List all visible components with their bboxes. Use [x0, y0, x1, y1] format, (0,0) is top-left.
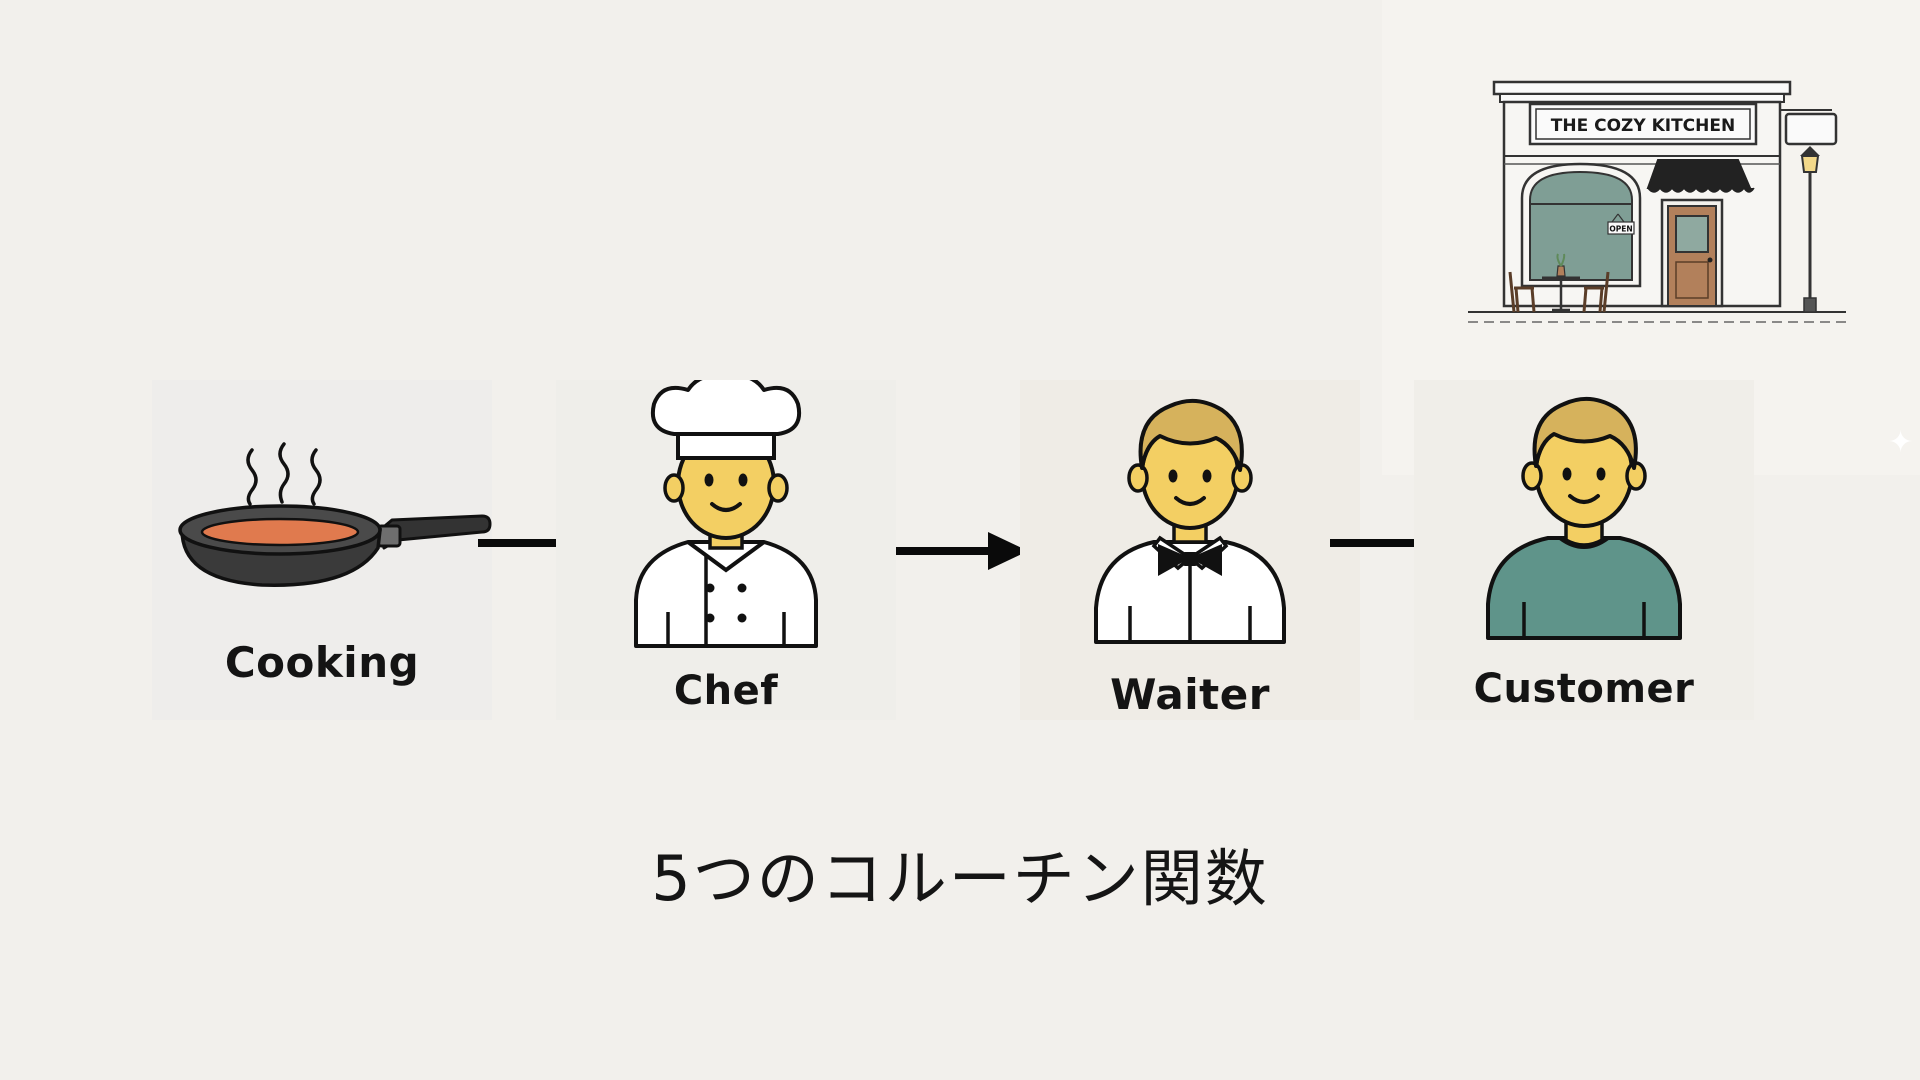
chef-icon: [634, 380, 818, 648]
step-label-cooking: Cooking: [224, 638, 420, 687]
slide-caption: 5つのコルーチン関数: [651, 842, 1269, 915]
waiter-icon: [1094, 398, 1286, 644]
customer-icon: [1486, 396, 1682, 640]
step-label-customer: Customer: [1473, 666, 1695, 712]
step-card-cooking: Cooking: [152, 380, 492, 720]
store-sign-text: THE COZY KITCHEN: [1551, 116, 1735, 136]
frying-pan-icon: [178, 442, 492, 587]
step-label-chef: Chef: [673, 668, 779, 714]
restaurant-storefront-icon: THE COZY KITCHEN OPEN: [1468, 80, 1846, 323]
step-label-waiter: Waiter: [1110, 670, 1270, 719]
step-card-customer: Customer: [1414, 380, 1754, 720]
arrow-right-icon: [896, 532, 1028, 570]
step-card-waiter: Waiter: [1020, 380, 1360, 720]
step-card-chef: Chef: [556, 380, 896, 720]
sparkle-icon: ✦: [1888, 426, 1914, 459]
open-sign-text: OPEN: [1609, 225, 1632, 234]
